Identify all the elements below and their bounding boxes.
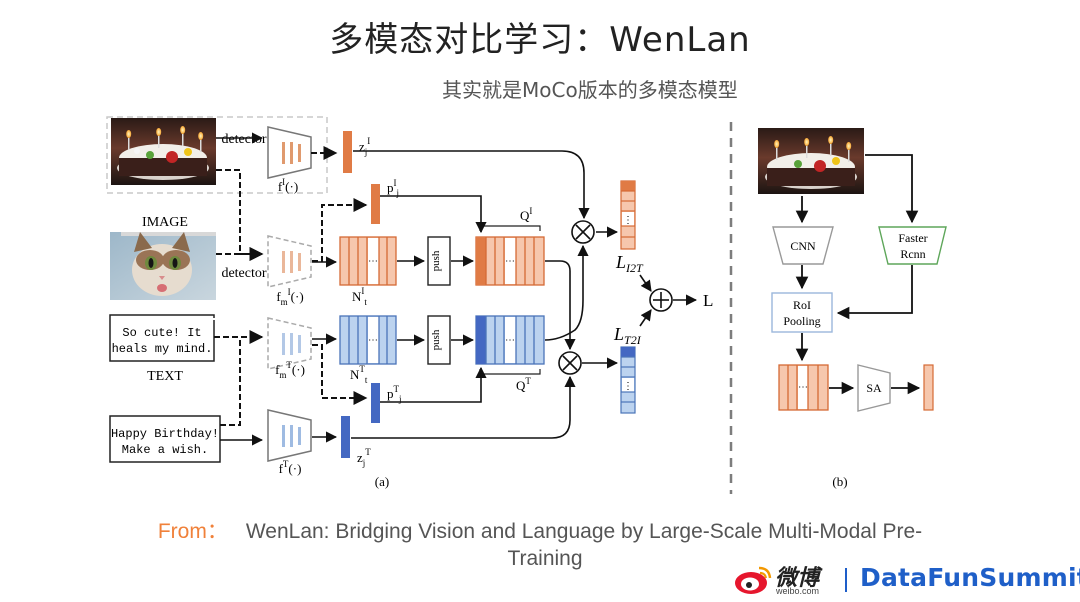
- brand-separator: [845, 568, 847, 592]
- image-label: IMAGE: [142, 215, 188, 230]
- q-text-bracket: [479, 369, 541, 375]
- q-text-label: QT: [516, 376, 531, 393]
- roi-pooling-block: [771, 292, 833, 333]
- image-encoder-f: [267, 126, 312, 179]
- cnn-label: CNN: [790, 239, 816, 253]
- z-text-vector: [341, 416, 350, 458]
- detector-frame: [106, 116, 328, 194]
- weibo-logo-icon: [735, 566, 772, 594]
- loss-t2i-label: LT2I: [613, 324, 642, 347]
- sa-output-vector: [923, 364, 934, 411]
- cake-image-b: [758, 128, 864, 194]
- push-box-image: [427, 236, 451, 286]
- encoder-f-image-label: fI(·): [278, 177, 298, 194]
- cake-image-a: [111, 118, 216, 185]
- text-box-1: [109, 314, 215, 362]
- text-box-2: [109, 415, 221, 463]
- encoder-fm-text-label: fmT(·): [275, 360, 305, 380]
- p-image-vector: [371, 184, 380, 224]
- push-label-image: push: [430, 250, 442, 271]
- source-from-label: From：: [157, 520, 228, 543]
- n-text-queue: [339, 315, 397, 365]
- text-box-1-line2: heals my mind.: [112, 342, 213, 356]
- weibo-url: weibo.com: [776, 586, 820, 596]
- text-encoder-f: [267, 409, 312, 462]
- detector-label-mid: detector: [221, 266, 266, 281]
- source-ref-line2: Training: [507, 547, 583, 570]
- multiply-text: [558, 351, 582, 375]
- p-image-label: pIj: [387, 178, 399, 198]
- z-image-label: zjI: [359, 136, 370, 157]
- faster-rcnn-label-2: Rcnn: [900, 247, 925, 261]
- encoder-fm-image-label: fmI(·): [276, 287, 303, 307]
- q-image-queue: [475, 236, 545, 286]
- p-text-label: pTj: [387, 384, 402, 404]
- q-image-dots: ⋯: [505, 256, 515, 267]
- n-image-dots: ⋯: [368, 256, 378, 267]
- t2i-output-vector: [620, 346, 636, 414]
- p-text-vector: [371, 383, 380, 423]
- n-image-label: NIt: [352, 286, 367, 307]
- text-label: TEXT: [147, 369, 183, 384]
- push-label-text: push: [430, 329, 442, 350]
- source-citation: From： WenLan: Bridging Vision and Languag…: [0, 518, 1080, 572]
- detector-label-top: detector: [221, 132, 266, 147]
- caption-b: (b): [832, 474, 847, 489]
- t2i-vdots: ⋮: [623, 381, 633, 392]
- sa-block: [857, 364, 891, 412]
- text-encoder-fm: [267, 317, 312, 370]
- q-text-dots: ⋯: [505, 335, 515, 346]
- faster-rcnn-block: [878, 226, 947, 265]
- i2t-output-vector: [620, 180, 636, 250]
- text-box-2-line2: Make a wish.: [122, 443, 208, 457]
- z-text-label: zjT: [357, 447, 371, 468]
- push-box-text: [427, 315, 451, 365]
- n-text-label: NTt: [350, 364, 368, 385]
- sa-label: SA: [866, 381, 882, 395]
- sum-node: [649, 288, 673, 312]
- roi-label-1: RoI: [793, 298, 811, 312]
- text-box-2-line1: Happy Birthday!: [111, 427, 219, 441]
- n-text-dots: ⋯: [368, 335, 378, 346]
- cnn-block: [772, 226, 834, 265]
- image-encoder-fm: [267, 235, 312, 288]
- region-dots: ⋯: [798, 382, 808, 393]
- region-features: [778, 364, 829, 411]
- q-image-bracket: [479, 225, 541, 231]
- q-image-label: QI: [520, 206, 532, 223]
- source-ref-line1: WenLan: Bridging Vision and Language by …: [245, 520, 923, 543]
- z-image-vector: [343, 131, 352, 173]
- i2t-vdots: ⋮: [623, 215, 633, 226]
- multiply-image: [571, 220, 595, 244]
- datafun-summit-logo: DataFunSummit: [860, 563, 1080, 592]
- loss-total-label: L: [703, 291, 713, 310]
- slide-title: 多模态对比学习：WenLan: [329, 20, 751, 60]
- n-image-queue: [339, 236, 397, 286]
- roi-label-2: Pooling: [783, 314, 820, 328]
- weibo-wordmark: 微博: [775, 566, 820, 591]
- encoder-f-text-label: fT(·): [279, 459, 302, 476]
- q-text-queue: [475, 315, 545, 365]
- cat-image: [110, 232, 216, 300]
- loss-i2t-label: LI2T: [615, 252, 644, 275]
- faster-rcnn-label-1: Faster: [898, 231, 927, 245]
- caption-a: (a): [375, 474, 389, 489]
- text-box-1-line1: So cute! It: [122, 326, 201, 340]
- slide-subtitle: 其实就是MoCo版本的多模态模型: [442, 78, 738, 102]
